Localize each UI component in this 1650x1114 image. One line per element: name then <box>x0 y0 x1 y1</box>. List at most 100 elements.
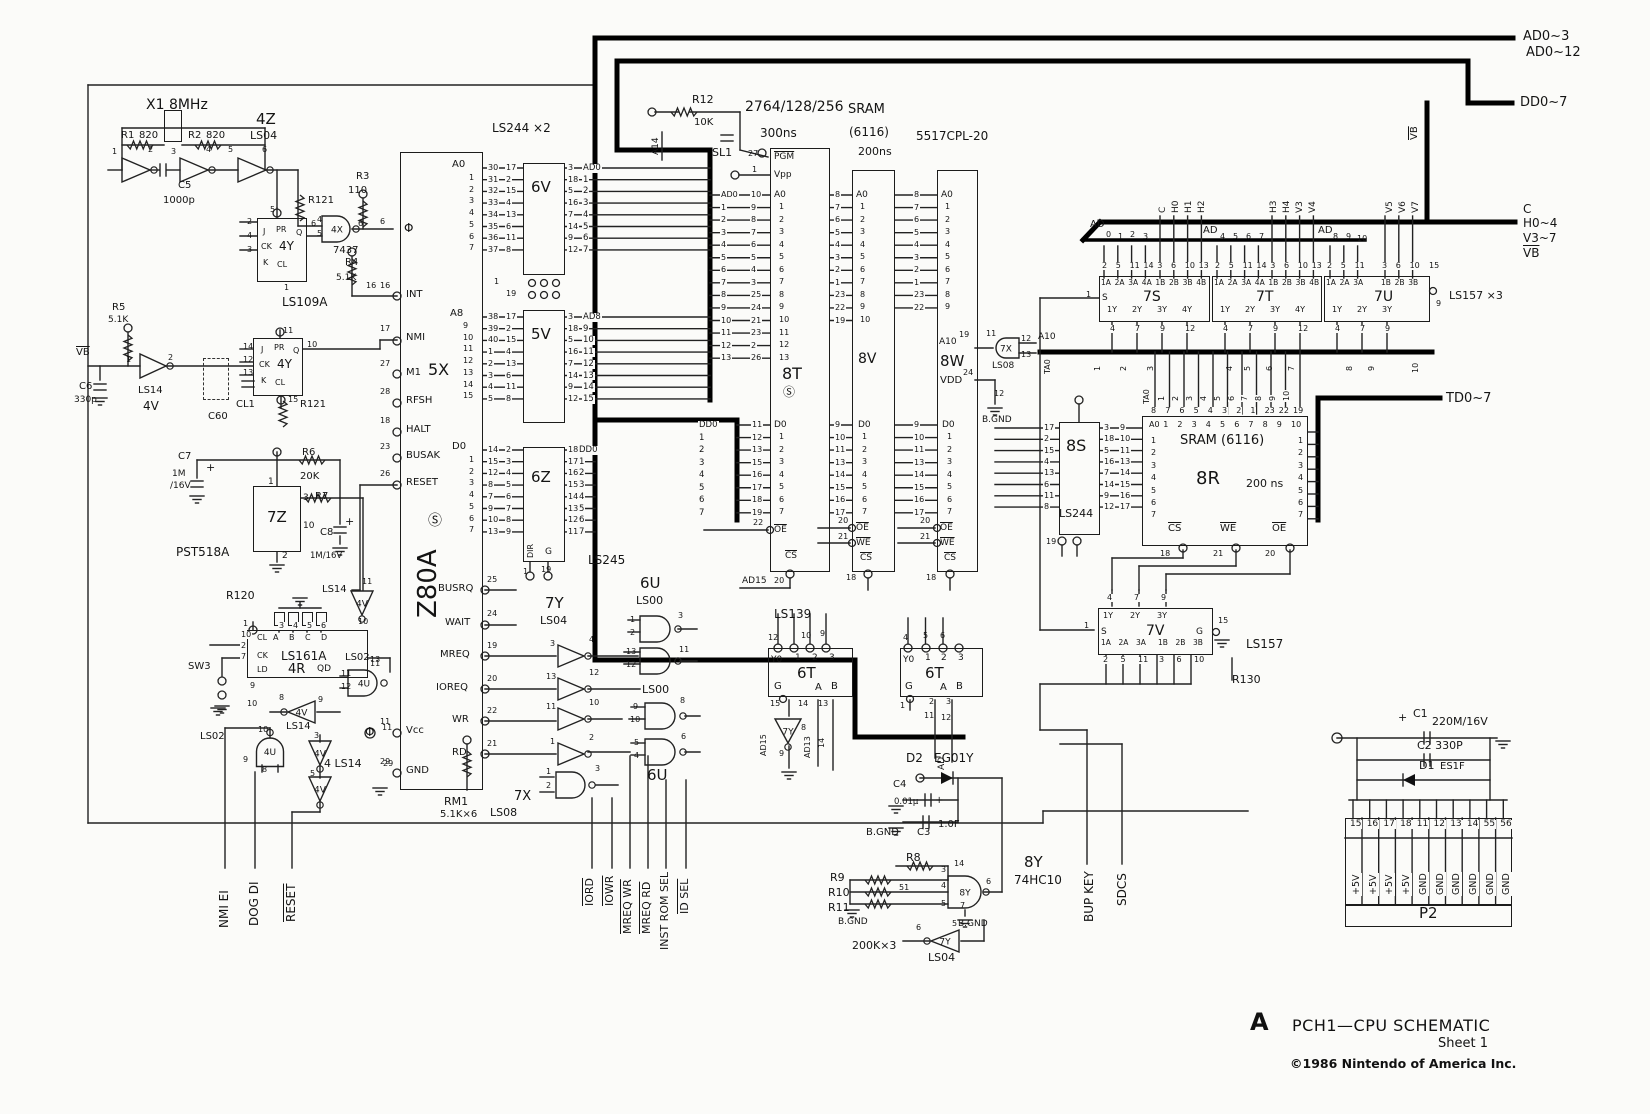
schematic-label: H3 <box>1269 200 1279 214</box>
schematic-label: IOREQ <box>436 682 468 693</box>
pin-label: 14 <box>1119 468 1132 478</box>
pin-label: 12 <box>751 432 764 442</box>
schematic-label: 7T <box>1256 289 1274 305</box>
pin-label: 38 <box>487 312 500 322</box>
pin-label: 7 <box>834 202 842 212</box>
schematic-label: 7 <box>1259 232 1265 241</box>
pin-label: 11 <box>462 344 475 354</box>
schematic-label: 2 <box>247 217 253 226</box>
logic-gate <box>139 352 174 380</box>
schematic-label: 6V <box>531 178 551 196</box>
pin-label: B <box>288 633 296 643</box>
pin-label: 6 <box>505 370 513 380</box>
schematic-label: PST518A <box>176 545 230 559</box>
schematic-label: WE <box>856 538 871 548</box>
gate-label: 4V <box>314 750 327 760</box>
pin-label: 1 <box>578 456 586 467</box>
schematic-label: 20K <box>300 471 320 482</box>
pin-label: 5 <box>1219 420 1227 430</box>
pin-label: 9 <box>1268 394 1278 402</box>
gate-label: 7Y <box>782 728 794 738</box>
pin-label: 14 <box>1103 479 1116 489</box>
schematic-label: DOG DI <box>247 881 261 926</box>
pin-label: 12 <box>1103 502 1116 512</box>
pin-label: 7 <box>578 526 586 537</box>
pin-label: 5 <box>861 482 869 492</box>
pin-label: 6 <box>859 264 867 275</box>
schematic-label: 13 <box>546 672 557 681</box>
pin-circle <box>915 773 925 783</box>
schematic-label: 2 <box>929 697 935 706</box>
pin-circle <box>1074 395 1084 405</box>
pin-label: 1 <box>834 277 842 288</box>
pin-label: 5 <box>720 252 728 263</box>
pin-label: GND <box>1451 872 1463 896</box>
pin-label: GND <box>1417 872 1429 896</box>
schematic-label: CK <box>257 651 268 660</box>
schematic-label: 6 <box>262 145 268 154</box>
pin-label: 1 <box>1150 436 1158 446</box>
pin-label: GND <box>1501 872 1513 896</box>
pin-label: 9 <box>1275 420 1283 430</box>
schematic-label: BUSRQ <box>438 583 474 594</box>
gate-label: 4U <box>264 748 276 758</box>
schematic-label: R11 <box>828 901 850 914</box>
pin-label: 2 <box>505 323 513 334</box>
pin-label: 7 <box>698 507 706 518</box>
pin-label: 3 <box>1158 655 1166 665</box>
schematic-label: 13 <box>243 368 254 377</box>
pin-label: 12 <box>778 340 791 350</box>
schematic-label: 8R <box>1196 468 1220 489</box>
wire <box>739 149 769 158</box>
schematic-label: G <box>905 681 913 692</box>
schematic-label: H1 <box>1184 200 1194 214</box>
schematic-label: R121 <box>308 195 335 206</box>
pin-label: 13 <box>462 367 475 378</box>
pin-label: 7 <box>505 503 513 513</box>
pin-label: 6 <box>946 494 954 505</box>
pin-label: 2B <box>1168 278 1180 287</box>
pin-circle <box>392 453 402 463</box>
schematic-label: 14 <box>817 737 826 748</box>
schematic-label: C1 <box>1413 707 1428 720</box>
schematic-label: C3 <box>917 827 931 838</box>
schematic-label: (6116) <box>849 125 889 139</box>
pin-label: +5V <box>1367 873 1379 896</box>
pin-label: GND <box>1434 872 1446 896</box>
pin-label: 5 <box>1227 261 1235 271</box>
pin-label: 1 <box>778 202 786 212</box>
pin-label: 23 <box>834 290 847 300</box>
pin-label: 4 <box>292 621 300 631</box>
pin-label: 5 <box>1192 406 1200 416</box>
pin-label: 2A <box>1338 278 1351 287</box>
pin-label: 6 <box>944 264 952 275</box>
logic-gate <box>179 156 216 184</box>
schematic-label: Φ <box>365 725 375 739</box>
logic-gate <box>321 215 360 243</box>
schematic-label: 11 <box>986 329 997 338</box>
pin-label: 6 <box>320 621 328 631</box>
logic-gate <box>557 741 592 767</box>
schematic-label: 2 <box>941 653 947 663</box>
pin-circle <box>527 278 537 288</box>
schematic-label: RESET <box>406 477 439 488</box>
schematic-label: 1 <box>243 619 249 628</box>
pin-label: 10 <box>834 432 847 442</box>
gate-label: 8Y <box>959 889 971 899</box>
pin-label: 10 <box>462 332 475 343</box>
schematic-label: SRAM <box>848 102 885 117</box>
pin-label: 23 <box>913 290 926 300</box>
schematic-label: 8 <box>279 693 285 702</box>
pin-label: 4 <box>1043 456 1051 467</box>
pin-label: 14 <box>1142 261 1155 271</box>
schematic-label: LS14 <box>138 385 163 396</box>
pin-label: 7 <box>1247 420 1255 430</box>
schematic-label: 8 <box>1333 232 1339 241</box>
pin-label: 18 <box>567 323 580 334</box>
schematic-label: 300ns <box>760 126 797 140</box>
schematic-label: 12 <box>1021 334 1032 343</box>
pin-circle <box>539 278 549 288</box>
schematic-label: 3 <box>595 764 601 773</box>
pin-label: 10 <box>1119 434 1132 444</box>
schematic-label: RD <box>452 747 467 758</box>
